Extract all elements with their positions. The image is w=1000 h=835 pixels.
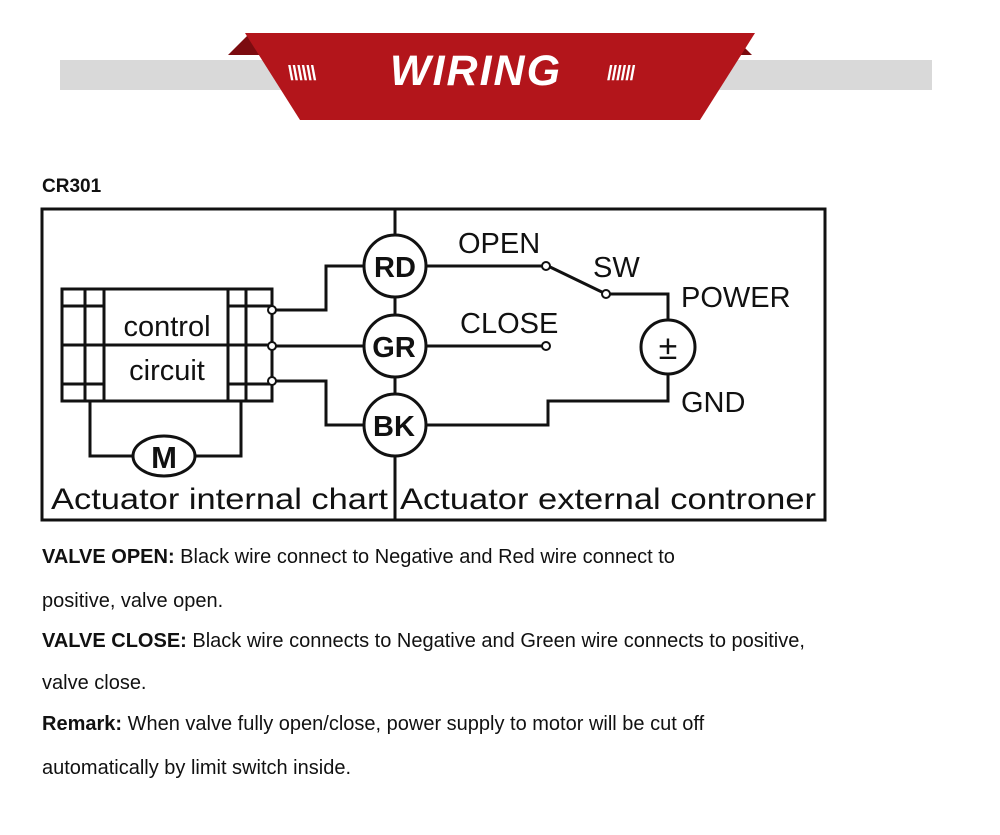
switch-label: SW: [593, 252, 640, 284]
note-valve-close-cont: valve close.: [42, 673, 147, 693]
motor-symbol: [131, 434, 197, 478]
connection-dot: [267, 341, 277, 351]
switch-to-power-wire: [606, 292, 670, 320]
circuit-label: circuit: [129, 355, 205, 387]
banner-title: WIRING: [390, 47, 563, 95]
terminal-black: [362, 392, 428, 458]
note-label: VALVE OPEN:: [42, 546, 175, 568]
note-text: Black wire connect to Negative and Red w…: [174, 546, 675, 568]
banner-bar-left: [60, 60, 300, 90]
terminal-green: [362, 313, 428, 379]
internal-wire-red: [272, 264, 364, 312]
internal-wire-black: [272, 379, 364, 427]
note-text: automatically by limit switch inside.: [42, 757, 351, 779]
motor-wire-right: [196, 401, 243, 458]
connection-dot: [267, 305, 277, 315]
model-label: CR301: [42, 176, 102, 197]
connection-dot: [267, 376, 277, 386]
supply-symbol-label: ±: [659, 329, 678, 367]
note-label: VALVE CLOSE:: [42, 630, 187, 652]
note-valve-open-cont: positive, valve open.: [42, 591, 223, 611]
switch-lever: [547, 264, 607, 296]
switch-contact-open: [541, 261, 551, 271]
note-text: Black wire connects to Negative and Gree…: [186, 630, 805, 652]
motor-label: M: [151, 440, 177, 475]
power-label: POWER: [681, 282, 791, 314]
note-valve-close: VALVE CLOSE: Black wire connects to Nega…: [42, 631, 805, 651]
note-remark: Remark: When valve fully open/close, pow…: [42, 714, 704, 734]
banner-hatch-right: //////: [607, 63, 635, 85]
external-controller-label: Actuator external controner: [400, 483, 816, 516]
banner-hatch-left: \\\\\\: [288, 63, 316, 85]
wiring-diagram: control circuit M RD GR BK OPEN CLOSE SW…: [40, 207, 827, 522]
note-remark-cont: automatically by limit switch inside.: [42, 758, 351, 778]
note-text: When valve fully open/close, power suppl…: [122, 713, 705, 735]
switch-pivot: [601, 289, 611, 299]
ground-label: GND: [681, 387, 745, 419]
banner-bar-right: [700, 60, 932, 90]
terminal-green-label: GR: [372, 332, 416, 364]
note-text: valve close.: [42, 672, 147, 694]
note-label: Remark:: [42, 713, 123, 735]
terminal-black-label: BK: [373, 411, 415, 443]
motor-wire-left: [88, 401, 133, 458]
terminal-red-label: RD: [374, 252, 416, 284]
diagram-frame: [40, 207, 827, 522]
power-supply-symbol: [639, 318, 697, 376]
banner-fold-left: [228, 33, 262, 55]
ground-wire: [426, 374, 670, 427]
control-label: control: [123, 311, 210, 343]
open-label: OPEN: [458, 228, 540, 260]
switch-contact-close: [541, 341, 551, 351]
internal-chart-label: Actuator internal chart: [51, 483, 389, 516]
close-label: CLOSE: [460, 308, 558, 340]
note-text: positive, valve open.: [42, 590, 224, 612]
wiring-banner: [60, 33, 932, 120]
banner-ribbon: [245, 33, 755, 120]
note-valve-open: VALVE OPEN: Black wire connect to Negati…: [42, 547, 675, 567]
terminal-red: [362, 233, 428, 299]
